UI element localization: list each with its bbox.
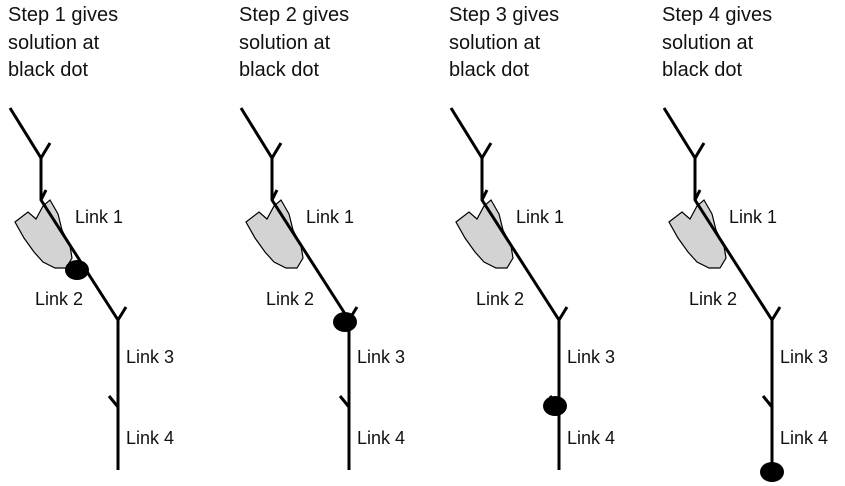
stream-network-diagram: Link 1 Link 2 Link 3 Link 4 bbox=[662, 107, 828, 482]
step-panel-2: Step 2 gives solution at black dot Link … bbox=[229, 0, 439, 486]
caption-line-1: Step 3 gives bbox=[449, 4, 560, 26]
caption-line-3: black dot bbox=[239, 59, 320, 81]
solution-black-dot bbox=[333, 312, 357, 332]
link-label-4: Link 4 bbox=[357, 428, 405, 448]
link-label-2: Link 2 bbox=[35, 289, 83, 309]
caption-line-2: solution at bbox=[8, 31, 100, 54]
stream-network-diagram: Link 1 Link 2 Link 3 Link 4 bbox=[239, 107, 405, 470]
solution-black-dot bbox=[65, 260, 89, 280]
step-caption: Step 3 gives solution at black dot bbox=[449, 2, 649, 85]
step-panel-4: Step 4 gives solution at black dot Link … bbox=[652, 0, 845, 486]
tributary-tick bbox=[480, 189, 489, 201]
tributary-tick bbox=[770, 306, 782, 321]
solution-black-dot bbox=[760, 462, 784, 482]
step-caption: Step 4 gives solution at black dot bbox=[662, 2, 845, 85]
link-label-2: Link 2 bbox=[476, 289, 524, 309]
tributary-tick bbox=[116, 306, 128, 321]
step-caption: Step 1 gives solution at black dot bbox=[8, 2, 208, 85]
caption-line-2: solution at bbox=[662, 31, 754, 54]
caption-line-3: black dot bbox=[8, 59, 89, 81]
tributary-tick bbox=[270, 142, 283, 159]
link-label-1: Link 1 bbox=[75, 207, 123, 227]
link-label-3: Link 3 bbox=[357, 347, 405, 367]
tributary-tick bbox=[480, 142, 493, 159]
step-caption: Step 2 gives solution at black dot bbox=[239, 2, 439, 85]
caption-line-1: Step 4 gives bbox=[662, 4, 773, 26]
tributary-tick bbox=[557, 306, 569, 321]
tributary-tick bbox=[693, 142, 706, 159]
tributary-tick bbox=[107, 395, 120, 408]
link-label-4: Link 4 bbox=[126, 428, 174, 448]
stream-network-diagram: Link 1 Link 2 Link 3 Link 4 bbox=[449, 107, 615, 470]
tributary-tick bbox=[761, 395, 774, 408]
tributary-tick bbox=[270, 189, 279, 201]
caption-line-2: solution at bbox=[449, 31, 541, 54]
tributary-tick bbox=[39, 142, 52, 159]
link-label-3: Link 3 bbox=[567, 347, 615, 367]
link-label-3: Link 3 bbox=[780, 347, 828, 367]
stream-network-diagram: Link 1 Link 2 Link 3 Link 4 bbox=[8, 107, 174, 470]
link-label-1: Link 1 bbox=[516, 207, 564, 227]
link-label-2: Link 2 bbox=[266, 289, 314, 309]
caption-line-1: Step 2 gives bbox=[239, 4, 350, 26]
link-label-1: Link 1 bbox=[306, 207, 354, 227]
tributary-tick bbox=[693, 189, 702, 201]
caption-line-2: solution at bbox=[239, 31, 331, 54]
solution-black-dot bbox=[543, 396, 567, 416]
caption-line-1: Step 1 gives bbox=[8, 4, 119, 26]
link-label-4: Link 4 bbox=[567, 428, 615, 448]
step-panel-1: Step 1 gives solution at black dot Link … bbox=[0, 0, 208, 486]
link-label-4: Link 4 bbox=[780, 428, 828, 448]
tributary-tick bbox=[338, 395, 351, 408]
link-label-2: Link 2 bbox=[689, 289, 737, 309]
caption-line-3: black dot bbox=[449, 59, 530, 81]
tributary-tick bbox=[39, 189, 48, 201]
link-label-1: Link 1 bbox=[729, 207, 777, 227]
step-panel-3: Step 3 gives solution at black dot Link … bbox=[439, 0, 649, 486]
link-label-3: Link 3 bbox=[126, 347, 174, 367]
caption-line-3: black dot bbox=[662, 59, 743, 81]
